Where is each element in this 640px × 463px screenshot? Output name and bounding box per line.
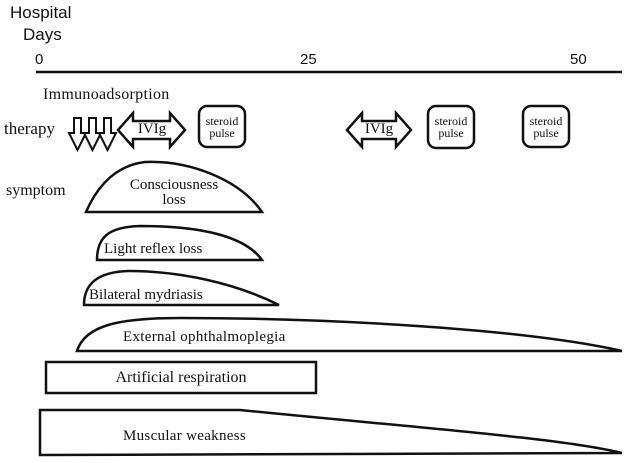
steroid-pulse-box-3	[521, 104, 571, 149]
down-arrow-icon	[82, 117, 103, 153]
external-ophthalmoplegia-shape	[75, 316, 623, 353]
artificial-respiration-label: Artificial respiration	[115, 369, 247, 386]
axis-title-days: Days	[23, 25, 62, 44]
tick-25: 25	[300, 51, 317, 68]
light-reflex-loss-label: Light reflex loss	[104, 241, 203, 257]
artificial-respiration-bar	[44, 360, 318, 395]
muscular-weakness-label: Muscular weakness	[123, 428, 246, 444]
axis-title-hospital: Hospital	[10, 3, 72, 22]
immunoadsorption-label: Immunoadsorption	[43, 86, 170, 103]
down-arrow-icon	[67, 117, 88, 153]
steroid-pulse-label-1-line1: steroid	[205, 114, 239, 128]
steroid-pulse-label-1-line2: pulse	[209, 126, 235, 140]
bilateral-mydriasis-label: Bilateral mydriasis	[89, 287, 203, 303]
consciousness-loss-label-line2: loss	[162, 192, 186, 208]
row-label-therapy: therapy	[4, 119, 55, 138]
consciousness-loss-shape	[84, 160, 265, 214]
tick-0: 0	[35, 51, 44, 68]
consciousness-loss-label-line1: Consciousness	[129, 177, 219, 193]
row-label-symptom: symptom	[6, 182, 66, 199]
steroid-pulse-label-3-line2: pulse	[533, 126, 559, 140]
down-arrow-icon	[97, 117, 118, 153]
ivig-label-2: IVIg	[364, 121, 394, 137]
immunoadsorption-arrows	[67, 117, 118, 153]
external-ophthalmoplegia-label: External ophthalmoplegia	[123, 329, 286, 345]
tick-50: 50	[570, 51, 587, 68]
light-reflex-loss-shape	[95, 224, 265, 262]
bilateral-mydriasis-shape	[82, 269, 280, 307]
steroid-pulse-label-2-line2: pulse	[438, 126, 464, 140]
steroid-pulse-box-1	[197, 104, 247, 149]
steroid-pulse-box-2	[426, 104, 476, 150]
steroid-pulse-label-3-line1: steroid	[529, 114, 563, 128]
muscular-weakness-shape	[38, 408, 623, 457]
steroid-pulse-label-2-line1: steroid	[434, 114, 468, 128]
ivig-double-arrow-1	[116, 109, 187, 151]
ivig-label-1: IVIg	[137, 121, 167, 137]
ivig-double-arrow-2	[345, 109, 413, 151]
